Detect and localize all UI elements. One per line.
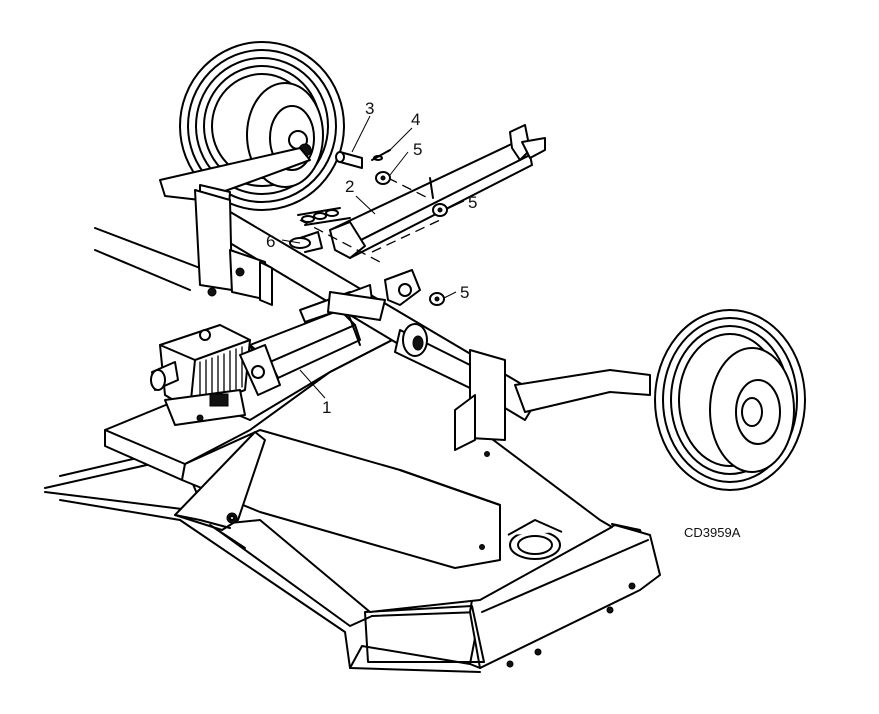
callout-5-middle: 5 — [468, 193, 477, 212]
alignment-line-3 — [387, 177, 429, 199]
lift-bracket — [327, 269, 421, 321]
rear-wheel — [159, 41, 345, 261]
gearbox — [150, 324, 251, 426]
pin — [335, 151, 363, 169]
washer-2 — [432, 203, 448, 217]
callout-6: 6 — [266, 232, 275, 251]
front-wheel — [514, 309, 806, 491]
callout-2: 2 — [345, 177, 354, 196]
callout-1: 1 — [322, 398, 331, 417]
cotter-pin — [371, 149, 391, 161]
callout-3: 3 — [365, 99, 374, 118]
front-hitch-bracket — [174, 431, 266, 549]
washer-1 — [375, 171, 391, 185]
washer-3 — [429, 292, 445, 306]
axle-mount-plates — [194, 189, 273, 306]
callout-5-lower: 5 — [460, 283, 469, 302]
alignment-line-2 — [371, 219, 441, 253]
callout-5-upper: 5 — [413, 140, 422, 159]
chain — [289, 207, 351, 253]
lift-link — [329, 124, 546, 259]
leader-lines — [281, 115, 465, 399]
figure-id: CD3959A — [684, 525, 741, 540]
callout-4: 4 — [411, 110, 420, 129]
